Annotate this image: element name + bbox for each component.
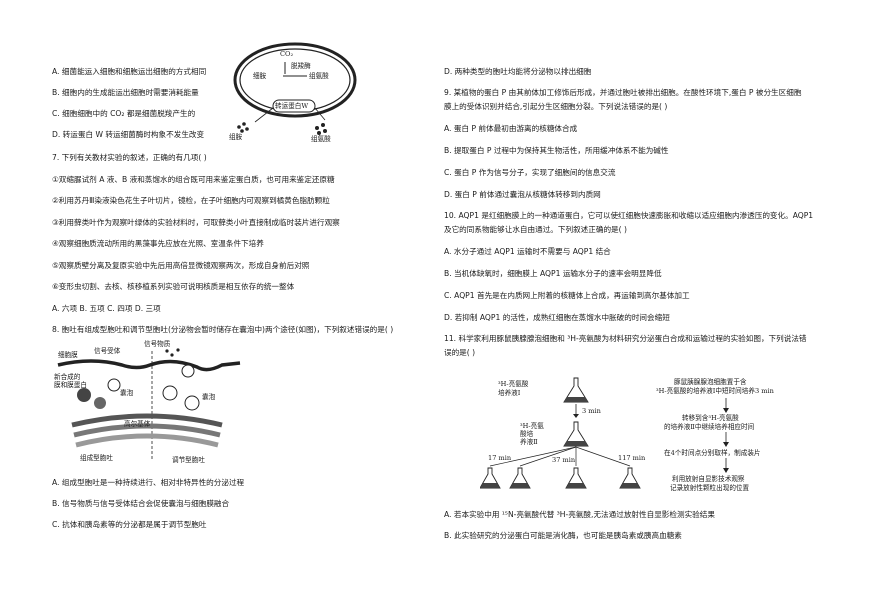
co2-label: CO₂ [280, 50, 294, 58]
step1-line2: ³H-亮氨酸的培养液Ⅰ中短时间培养3 min [656, 387, 774, 395]
flask-experiment-figure: ³H-亮氨酸 培养液Ⅰ 3 min ³H-亮氨 酸培 养液Ⅱ 17 min 37… [479, 372, 655, 497]
decarboxylase-label: 脱羧酶 [291, 62, 311, 70]
q10-stem-line2: 及它的同系物能够让水自由通过。下列叙述正确的是( ) [444, 225, 627, 234]
q7-item-2: ②利用苏丹Ⅲ染液染色花生子叶切片，镜检，在子叶细胞内可观察到橘黄色脂肪颗粒 [52, 196, 330, 205]
signal-receptor-label: 信号受体 [94, 347, 121, 355]
step4-line1: 利用放射自显影技术观察 [672, 475, 745, 483]
cell-transporter-figure: CO₂ 脱羧酶 细胺 组氨酸 转运蛋白W 组胺 组氨酸 [225, 32, 365, 144]
q7-item-5: ⑤观察质壁分离及复原实验中先后用高倍显微镜观察两次，形成自身前后对照 [52, 261, 310, 270]
transporter-w-label: 转运蛋白W [275, 102, 309, 110]
q6-option-a: A. 细菌能运入细胞和细胞运出细胞的方式相同 [52, 67, 207, 76]
q9-option-a: A. 蛋白 P 前体最初由游离的核糖体合成 [444, 124, 578, 133]
time-17min: 17 min [488, 454, 512, 462]
time-3min: 3 min [582, 407, 601, 415]
q6-option-c: C. 细胞细胞中的 CO₂ 都是细菌脱羧产生的 [52, 109, 196, 118]
q8-option-d: D. 两种类型的胞吐均能将分泌物以排出细胞 [444, 67, 592, 76]
regulated-exocytosis-label: 调节型胞吐 [172, 456, 205, 464]
flasks-svg [479, 377, 641, 489]
q7-stem: 7. 下列有关教材实验的叙述，正确的有几项( ) [52, 153, 207, 162]
q9-option-b: B. 提取蛋白 P 过程中为保持其生物活性，所用缓冲体系不能为碱性 [444, 146, 669, 155]
vesicle-label-2: 囊泡 [202, 393, 216, 401]
q9-stem-line1: 9. 某植物的蛋白 P 由其前体加工修饰后形成，并通过胞吐被排出细胞。在酸性环境… [444, 88, 802, 97]
q10-stem-line1: 10. AQP1 是红细胞膜上的一种通道蛋白，它可以使红细胞快速膨胀和收缩以适应… [444, 211, 814, 220]
step3-line1: 在4个时间点分别取样，制成装片 [664, 449, 761, 457]
flowchart-arrows-svg [723, 398, 729, 473]
exocytosis-svg [57, 348, 241, 461]
q9-stem-line2: 膜上的受体识别并结合,引起分生区细胞分裂。下列说法错误的是( ) [444, 102, 668, 111]
q10-option-d: D. 若抑制 AQP1 的活性，成熟红细胞在蒸馏水中胀破的时间会缩短 [444, 313, 670, 322]
q10-option-c: C. AQP1 首先是在内质网上附着的核糖体上合成，再运输到高尔基体加工 [444, 291, 690, 300]
right-column: D. 两种类型的胞吐均能将分泌物以排出细胞 9. 某植物的蛋白 P 由其前体加工… [440, 0, 870, 616]
q10-option-b: B. 当机体缺氧时，细胞膜上 AQP1 运输水分子的速率会明显降低 [444, 269, 662, 278]
q11-stem-line2: 误的是( ) [444, 348, 476, 357]
q7-options: A. 六项 B. 五项 C. 四项 D. 三项 [52, 304, 161, 313]
q8-stem: 8. 胞吐有组成型胞吐和调节型胞吐(分泌物会暂时储存在囊泡中)两个途径(如图)，… [52, 325, 394, 334]
exocytosis-figure: 信号受体 信号物质 细胞膜 新合成的 膜和膜蛋白 囊泡 囊泡 高尔基体 组成型胞… [52, 340, 242, 468]
vesicle-label-1: 囊泡 [120, 389, 134, 397]
time-117min: 117 min [618, 454, 646, 462]
new-protein-label: 新合成的 [54, 373, 81, 381]
medium2-label-2: 酸培 [520, 430, 534, 438]
q7-item-6: ⑥变形虫切割、去核、核移植系列实验可说明核质是相互依存的统一整体 [52, 282, 295, 291]
cell-membrane-label: 细胞膜 [58, 351, 78, 359]
q11-stem-line1: 11. 科学家利用豚鼠胰腺腺泡细胞和 ³H-亮氨酸为材料研究分泌蛋白合成和运输过… [444, 334, 807, 343]
q7-item-1: ①双缩脲试剂 A 液、B 液和蒸馏水的组合既可用来鉴定蛋白质，也可用来鉴定还原糖 [52, 175, 335, 184]
procedure-flowchart: 豚鼠胰腺腺泡细胞置于含 ³H-亮氨酸的培养液Ⅰ中短时间培养3 min 转移到含³… [656, 376, 856, 506]
constitutive-exocytosis-label: 组成型胞吐 [80, 454, 113, 462]
medium1-label: ³H-亮氨酸 [498, 380, 529, 388]
q8-option-b: B. 信号物质与信号受体结合会促使囊泡与细胞膜融合 [52, 499, 230, 508]
signal-molecule-label: 信号物质 [144, 340, 171, 348]
medium2-label-3: 养液Ⅱ [520, 438, 538, 446]
q11-option-a: A. 若本实验中用 ¹⁵N-亮氨酸代替 ³H-亮氨酸,无法通过放射性自显影检测实… [444, 510, 715, 519]
medium2-label: ³H-亮氨 [520, 422, 544, 430]
q6-option-d: D. 转运蛋白 W 转运细菌酶时构象不发生改变 [52, 130, 205, 139]
left-column: A. 细菌能运入细胞和细胞运出细胞的方式相同 B. 细胞内的生成能运出细胞时需要… [0, 0, 430, 616]
golgi-label: 高尔基体 [124, 420, 151, 428]
histidine-inner-label: 组氨酸 [309, 72, 329, 80]
step4-line2: 记录放射性颗粒出现的位置 [670, 484, 750, 492]
step2-line1: 转移到含³H-亮氨酸 [682, 414, 739, 422]
step2-line2: 的培养液Ⅱ中继续培养相应时间 [664, 423, 755, 431]
q8-option-c: C. 抗体和胰岛素等的分泌都是属于调节型胞吐 [52, 520, 207, 529]
histamine-inner-label: 细胺 [253, 72, 267, 80]
q7-item-4: ④观察细胞质流动所用的黑藻事先应放在光照、室温条件下培养 [52, 239, 264, 248]
histidine-outer-label: 组氨酸 [311, 135, 331, 143]
q9-option-c: C. 蛋白 P 作为信号分子，实现了细胞间的信息交流 [444, 168, 616, 177]
time-37min: 37 min [552, 456, 576, 464]
q10-option-a: A. 水分子通过 AQP1 运输时不需要与 AQP1 结合 [444, 247, 611, 256]
medium1-label-2: 培养液Ⅰ [498, 389, 521, 397]
new-protein-label-2: 膜和膜蛋白 [54, 381, 87, 389]
q11-option-b: B. 此实验研究的分泌蛋白可能是消化酶，也可能是胰岛素或胰高血糖素 [444, 531, 682, 540]
q8-option-a: A. 组成型胞吐是一种持续进行、相对非特异性的分泌过程 [52, 478, 245, 487]
q7-item-3: ③利用藓类叶作为观察叶绿体的实验材料时，可取藓类小叶直接制成临时装片进行观察 [52, 218, 340, 227]
step1-line1: 豚鼠胰腺腺泡细胞置于含 [674, 378, 747, 386]
histamine-outer-label: 组胺 [229, 133, 243, 141]
q9-option-d: D. 蛋白 P 前体通过囊泡从核糖体转移到内质网 [444, 190, 601, 199]
cell-diagram-svg [233, 42, 357, 135]
q6-option-b: B. 细胞内的生成能运出细胞时需要消耗能量 [52, 88, 199, 97]
